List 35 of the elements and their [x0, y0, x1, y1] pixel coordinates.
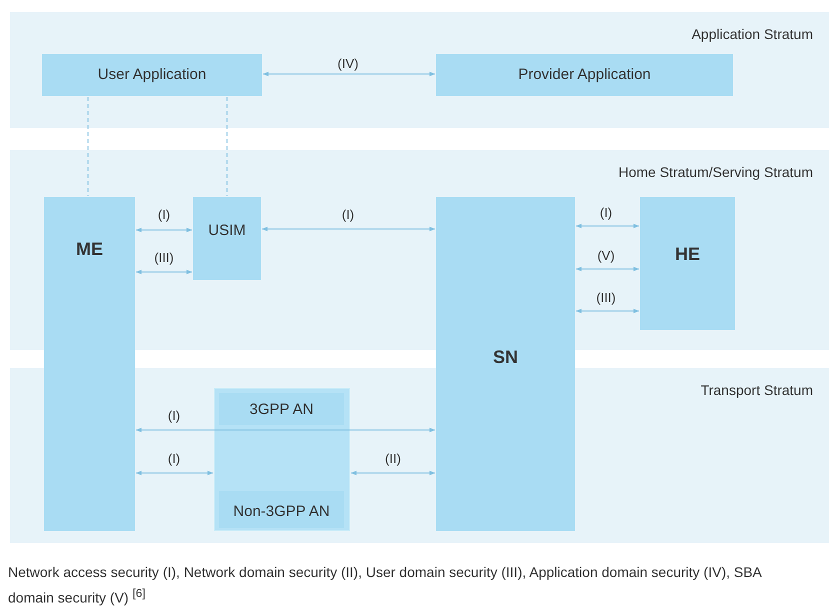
edge-label: (IV): [338, 56, 358, 71]
edge-label: (II): [385, 451, 401, 466]
entity-box: USIM: [193, 197, 261, 280]
entity-box: Provider Application: [436, 54, 733, 96]
edge-label: (I): [158, 207, 170, 222]
entity-box: User Application: [42, 54, 262, 96]
double-arrow: [136, 470, 214, 476]
edge-label: (I): [600, 205, 612, 220]
access-network-box: Non-3GPP AN: [219, 491, 344, 528]
double-arrow: [576, 308, 640, 314]
caption: Network access security (I), Network domain security (II), User domain security (III), Application domain security (IV), SBA domain security (V) $^{[6]}$: [8, 563, 763, 607]
dashed-line: [226, 96, 228, 196]
access-network-group: [214, 388, 350, 531]
entity-box: HE: [640, 197, 735, 330]
double-arrow: [262, 226, 436, 232]
edge-label: (V): [597, 248, 615, 263]
double-arrow: [576, 224, 640, 228]
double-arrow: [136, 428, 436, 432]
stratum-label: Transport Stratum: [700, 382, 813, 398]
double-arrow: [262, 72, 436, 76]
entity-box: ME: [44, 197, 135, 531]
double-arrow: [136, 228, 192, 232]
double-arrow: [136, 270, 192, 274]
double-arrow: [350, 470, 436, 476]
access-network-box: 3GPP AN: [219, 393, 344, 425]
stratum-label: Application Stratum: [692, 26, 813, 42]
edge-label: (III): [154, 250, 174, 265]
edge-label: (III): [596, 290, 616, 305]
stratum-label: Home Stratum/Serving Stratum: [618, 164, 813, 180]
double-arrow: [576, 266, 640, 272]
stratum-band: [10, 12, 829, 128]
entity-box: SN: [436, 197, 575, 531]
edge-label: (I): [168, 408, 180, 423]
edge-label: (I): [168, 451, 180, 466]
edge-label: (I): [342, 207, 354, 222]
